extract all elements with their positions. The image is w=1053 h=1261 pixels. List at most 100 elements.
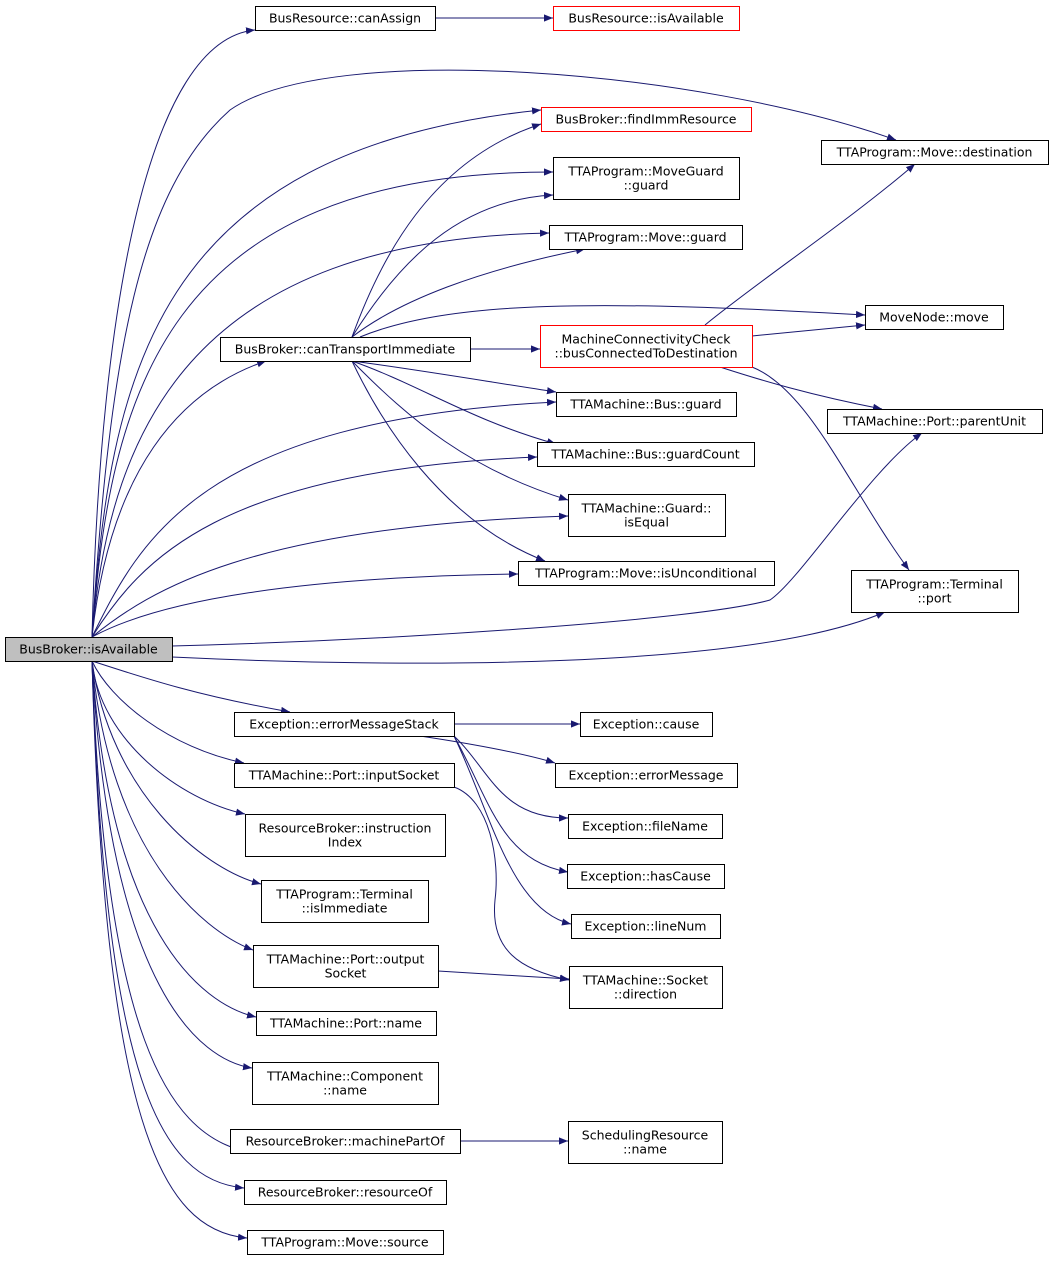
- node-mcc_busconnected[interactable]: MachineConnectivityCheck::busConnectedTo…: [540, 325, 753, 368]
- node-label: Exception::errorMessageStack: [249, 717, 439, 732]
- node-box: [5, 637, 173, 662]
- edge-root-to-guard_isequal: [91, 512, 569, 638]
- edge-root-to-port_inputsocket: [91, 660, 245, 765]
- node-label: BusBroker::canTransportImmediate: [235, 342, 456, 357]
- node-schedres_name[interactable]: SchedulingResource::name: [568, 1121, 723, 1164]
- node-box: [518, 561, 775, 586]
- node-mg_guard[interactable]: TTAProgram::MoveGuard::guard: [553, 157, 740, 200]
- node-component_name[interactable]: TTAMachine::Component::name: [252, 1062, 439, 1105]
- node-label: TTAProgram::Move::isUnconditional: [534, 566, 757, 581]
- node-label: TTAProgram::Move::guard: [563, 230, 726, 245]
- edge-bb_cantransport-to-bb_findimm: [351, 123, 542, 338]
- node-box: [244, 1180, 447, 1205]
- node-rb_machinepartof[interactable]: ResourceBroker::machinePartOf: [230, 1129, 461, 1154]
- node-label: ::name: [323, 1083, 367, 1098]
- node-move_source[interactable]: TTAProgram::Move::source: [247, 1230, 444, 1255]
- node-box: [827, 409, 1043, 434]
- node-box: [553, 6, 740, 31]
- edge-bb_cantransport-to-movenode_move: [359, 305, 866, 338]
- node-label: isEqual: [624, 515, 669, 530]
- node-bb_findimm[interactable]: BusBroker::findImmResource: [541, 107, 752, 132]
- node-box: [220, 337, 471, 362]
- node-busres_isavailable[interactable]: BusResource::isAvailable: [553, 6, 740, 31]
- node-move_guard[interactable]: TTAProgram::Move::guard: [549, 225, 743, 250]
- edge-mcc_busconnected-to-move_destination: [704, 163, 916, 326]
- node-socket_direction[interactable]: TTAMachine::Socket::direction: [569, 966, 723, 1009]
- node-port_inputsocket[interactable]: TTAMachine::Port::inputSocket: [234, 763, 455, 788]
- node-label: MoveNode::move: [879, 310, 989, 325]
- node-exc_errmsg[interactable]: Exception::errorMessage: [555, 763, 738, 788]
- edge-root-to-terminal_port: [171, 611, 886, 664]
- node-box: [230, 1129, 461, 1154]
- node-box: [580, 712, 713, 737]
- edge-bb_cantransport-to-mg_guard: [351, 191, 554, 338]
- node-terminal_isimm[interactable]: TTAProgram::Terminal::isImmediate: [261, 880, 429, 923]
- node-label: TTAProgram::Terminal: [865, 577, 1003, 592]
- node-terminal_port[interactable]: TTAProgram::Terminal::port: [851, 570, 1019, 613]
- node-label: Exception::fileName: [582, 819, 708, 834]
- node-move_isuncond[interactable]: TTAProgram::Move::isUnconditional: [518, 561, 775, 586]
- node-port_parentunit[interactable]: TTAMachine::Port::parentUnit: [827, 409, 1043, 434]
- edge-root-to-port_outputsocket: [91, 660, 254, 951]
- node-guard_isequal[interactable]: TTAMachine::Guard::isEqual: [568, 494, 726, 537]
- node-box: [821, 140, 1049, 165]
- node-label: TTAProgram::Terminal: [275, 887, 413, 902]
- node-bus_guard[interactable]: TTAMachine::Bus::guard: [556, 392, 737, 417]
- node-box: [568, 814, 723, 839]
- edge-root-to-move_guard: [91, 229, 550, 638]
- node-label: TTAMachine::Port::parentUnit: [842, 414, 1026, 429]
- node-exc_linenum[interactable]: Exception::lineNum: [571, 914, 721, 939]
- node-label: ResourceBroker::resourceOf: [258, 1185, 433, 1200]
- node-label: BusBroker::findImmResource: [555, 112, 736, 127]
- edge-root-to-move_isuncond: [91, 570, 519, 638]
- edge-root-to-bb_findimm: [91, 107, 542, 638]
- edge-root-to-port_name: [91, 660, 257, 1019]
- node-box: [541, 107, 752, 132]
- edge-root-to-port_parentunit: [171, 432, 923, 647]
- node-movenode_move[interactable]: MoveNode::move: [865, 305, 1004, 330]
- edge-mcc_busconnected-to-movenode_move: [751, 322, 866, 337]
- edge-mcc_busconnected-to-terminal_port: [751, 366, 910, 571]
- node-label: Socket: [325, 966, 367, 981]
- node-label: ::guard: [624, 178, 669, 193]
- edge-root-to-rb_instrindex: [91, 660, 246, 816]
- node-box: [865, 305, 1004, 330]
- node-label: ::name: [623, 1142, 667, 1157]
- node-label: TTAMachine::Bus::guard: [569, 397, 721, 412]
- node-label: ResourceBroker::machinePartOf: [246, 1134, 445, 1149]
- node-box: [253, 945, 439, 988]
- node-label: TTAMachine::Port::name: [269, 1016, 422, 1031]
- node-label: ::direction: [614, 987, 677, 1002]
- node-label: Exception::hasCause: [580, 869, 711, 884]
- edge-root-to-move_source: [91, 660, 248, 1241]
- node-busres_canassign[interactable]: BusResource::canAssign: [255, 6, 436, 31]
- node-box: [234, 763, 455, 788]
- node-box: [556, 392, 737, 417]
- node-root[interactable]: BusBroker::isAvailable: [5, 637, 173, 662]
- node-exc_hascause[interactable]: Exception::hasCause: [567, 864, 725, 889]
- node-rb_resourceof[interactable]: ResourceBroker::resourceOf: [244, 1180, 447, 1205]
- node-bb_cantransport[interactable]: BusBroker::canTransportImmediate: [220, 337, 471, 362]
- edge-root-to-component_name: [91, 660, 253, 1071]
- node-label: TTAProgram::Move::destination: [836, 145, 1033, 160]
- node-box: [571, 914, 721, 939]
- node-move_destination[interactable]: TTAProgram::Move::destination: [821, 140, 1049, 165]
- edge-exc_errstack-to-exc_linenum: [453, 735, 572, 926]
- edge-port_outputsocket-to-socket_direction: [437, 970, 570, 983]
- node-exc_filename[interactable]: Exception::fileName: [568, 814, 723, 839]
- node-box: [568, 1121, 723, 1164]
- edge-bb_cantransport-to-move_guard: [351, 247, 586, 338]
- node-label: ::isImmediate: [302, 901, 388, 916]
- edges: [91, 14, 923, 1241]
- node-label: SchedulingResource: [582, 1128, 709, 1143]
- node-exc_errstack[interactable]: Exception::errorMessageStack: [234, 712, 455, 737]
- node-bus_guardcount[interactable]: TTAMachine::Bus::guardCount: [537, 442, 755, 467]
- node-port_name[interactable]: TTAMachine::Port::name: [256, 1011, 437, 1036]
- node-box: [252, 1062, 439, 1105]
- edge-root-to-terminal_isimm: [91, 660, 262, 886]
- node-label: TTAMachine::Bus::guardCount: [550, 447, 739, 462]
- node-box: [245, 814, 446, 857]
- node-exc_cause[interactable]: Exception::cause: [580, 712, 713, 737]
